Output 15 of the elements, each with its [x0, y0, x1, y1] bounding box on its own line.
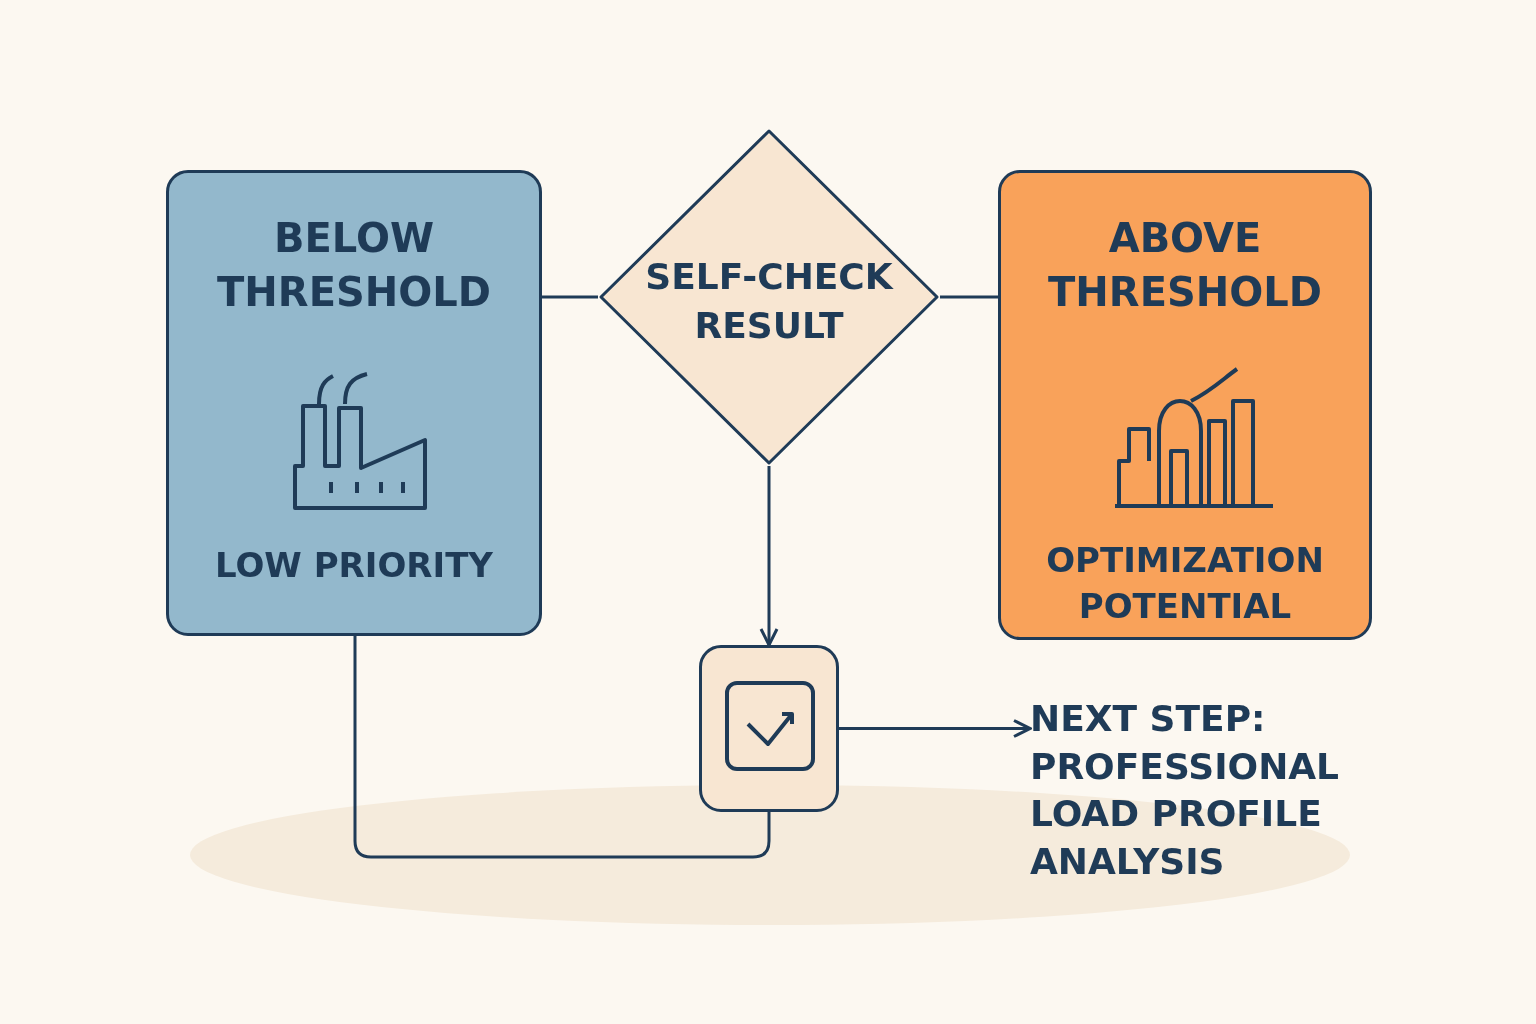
arrow	[839, 719, 1032, 738]
box-heading: ABOVE THRESHOLD	[1047, 214, 1323, 317]
connector-line	[353, 636, 771, 859]
next-step-text: NEXT STEP: PROFESSIONAL LOAD PROFILE ANALYSIS	[1030, 695, 1360, 885]
category-box	[998, 170, 1372, 640]
connector-line	[542, 295, 598, 299]
arrow	[759, 466, 779, 647]
decision-diamond	[598, 128, 940, 466]
connector-line	[940, 295, 998, 299]
box-caption: LOW PRIORITY	[214, 544, 494, 587]
box-caption: OPTIMIZATION POTENTIAL	[1045, 539, 1325, 628]
decision-label: SELF-CHECK RESULT	[644, 255, 895, 348]
box-heading: BELOW THRESHOLD	[216, 214, 492, 317]
result-box	[699, 645, 839, 812]
category-box	[166, 170, 542, 636]
